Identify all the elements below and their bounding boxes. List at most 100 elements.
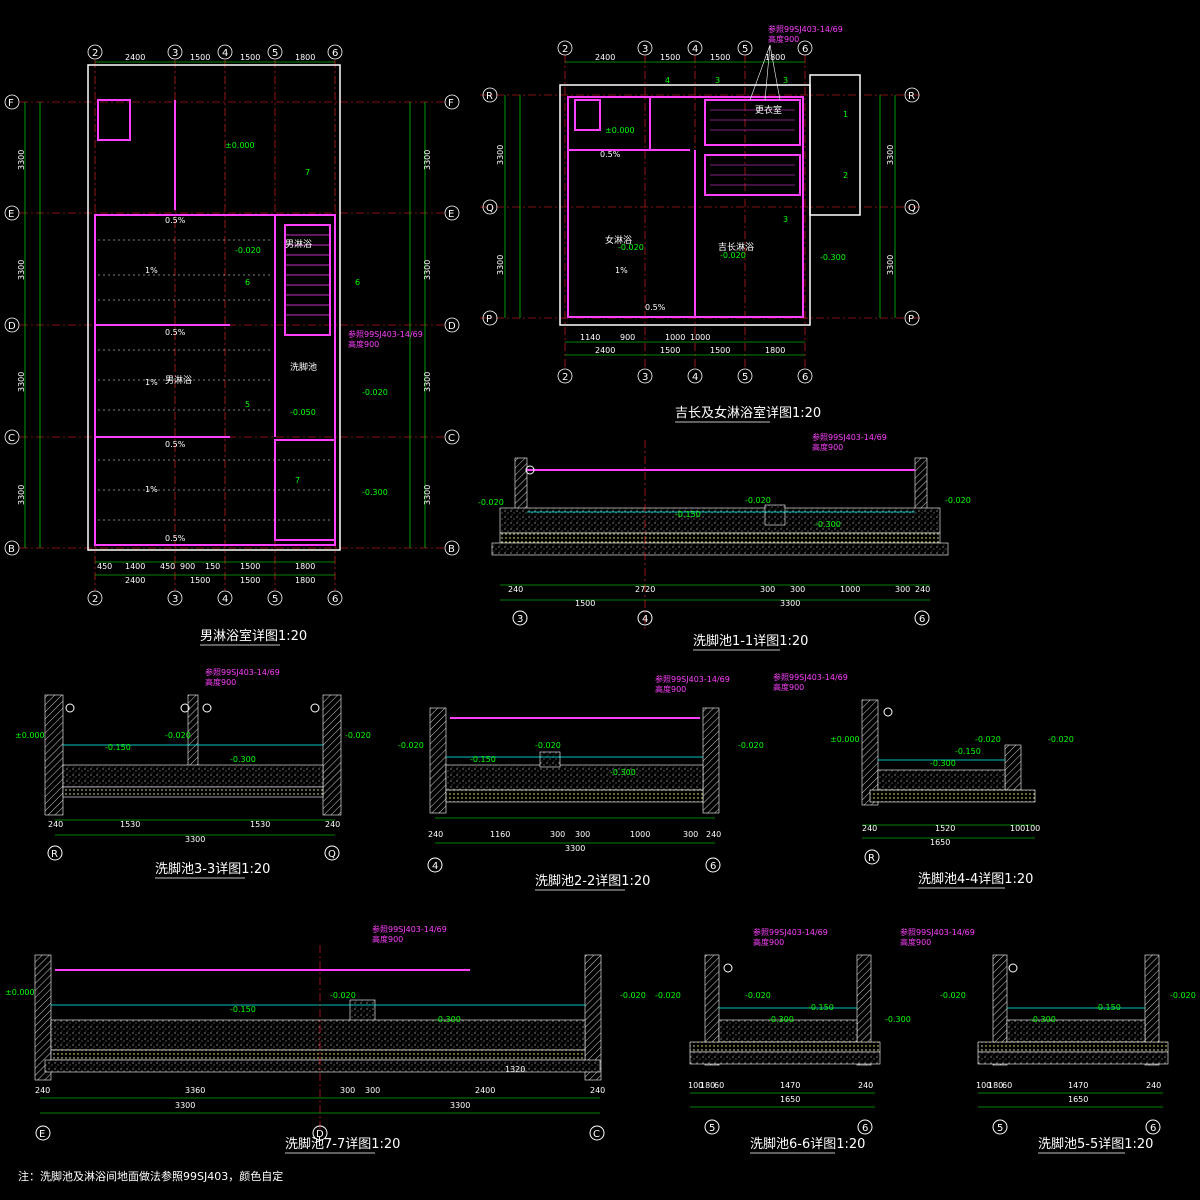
s3-dim2: 3300 (185, 835, 205, 844)
s3-axis-Q: Q (328, 849, 336, 860)
left-side-dim-2: 3300 (17, 260, 26, 280)
left-plan: 2 3 4 5 6 2 3 4 5 6 F E D C B F E D C B … (4, 44, 460, 646)
s4-dim-1: 240 (862, 824, 877, 833)
s2-dim-6: 300 (683, 830, 698, 839)
left-axis-y-B: B (8, 544, 15, 555)
left-axis-yr-E: E (448, 209, 454, 220)
s3-level-0: ±0.000 (15, 731, 45, 740)
right-axis-x-3: 3 (642, 44, 648, 55)
s7-dim2-2: 3300 (450, 1101, 470, 1110)
s4-level-02r: -0.020 (1048, 735, 1074, 744)
left-bottom-sub-4: 900 (180, 562, 195, 571)
right-axis-xb-6: 6 (802, 372, 808, 383)
s1-dim-3: 300 (760, 585, 775, 594)
s5-ref-sub: 高度900 (900, 937, 931, 947)
right-top-dim-2: 1500 (660, 53, 680, 62)
left-axis-x-5: 5 (272, 48, 278, 59)
right-slope-2: 0.5% (645, 303, 666, 312)
right-level-0: ±0.000 (605, 126, 635, 135)
left-room-male-shower-top: 男淋浴 (285, 238, 312, 250)
s1-dim-4: 300 (790, 585, 805, 594)
right-axis-xb-2: 2 (562, 372, 568, 383)
s7-dim2-1: 3300 (175, 1101, 195, 1110)
right-level-03: -0.300 (820, 253, 846, 262)
s7-level-3: -0.300 (435, 1015, 461, 1024)
s6-level-02l: -0.020 (655, 991, 681, 1000)
s5-dim-5: 240 (1146, 1081, 1161, 1090)
s5-dim-3: 60 (1002, 1081, 1012, 1090)
left-plan-title: 男淋浴室详图1:20 (200, 628, 307, 644)
s7-level-15: -0.150 (230, 1005, 256, 1014)
s6-dim-5: 240 (858, 1081, 873, 1090)
s3-ref: 参照99SJ403-14/69 (205, 667, 280, 677)
s7-dim-6: 240 (590, 1086, 605, 1095)
left-side-dim-r4: 3300 (423, 485, 432, 505)
s6-dim-1: 100 (688, 1081, 703, 1090)
right-bottom-dim-1: 2400 (595, 346, 615, 355)
s7-extra: 1320 (505, 1065, 525, 1074)
right-bottom-sub-4: 1000 (690, 333, 710, 342)
s1-ref-sub: 高度900 (812, 442, 843, 452)
s1-title: 洗脚池1-1详图1:20 (693, 633, 808, 649)
s4-ref: 参照99SJ403-14/69 (773, 672, 848, 682)
s1-dim2-1: 1500 (575, 599, 595, 608)
right-side-dim-1: 3300 (496, 145, 505, 165)
right-top-dim-3: 1500 (710, 53, 730, 62)
right-axis-x-2: 2 (562, 44, 568, 55)
s1-dim-6: 300 (895, 585, 910, 594)
s3-ref-sub: 高度900 (205, 677, 236, 687)
right-tag-3b: 3 (783, 76, 788, 85)
left-ref-note: 参照99SJ403-14/69 (348, 329, 423, 339)
section-7-7: E D C 240 3360 300 300 2400 240 3300 330… (5, 924, 646, 1154)
s5-dim-1: 100 (976, 1081, 991, 1090)
left-side-dim-r2: 3300 (423, 260, 432, 280)
left-axis-yr-B: B (448, 544, 455, 555)
left-tag-7b: 7 (295, 476, 300, 485)
s7-dim-4: 300 (365, 1086, 380, 1095)
s6-title: 洗脚池6-6详图1:20 (750, 1136, 865, 1152)
left-slope-4: 0.5% (165, 534, 186, 543)
s3-level-15: -0.150 (105, 743, 131, 752)
right-bottom-dim-2: 1500 (660, 346, 680, 355)
s2-dim-3: 300 (550, 830, 565, 839)
s6-axis-6: 6 (862, 1123, 868, 1134)
section-2-2: 4 6 240 1160 300 300 1000 300 240 3300 -… (398, 674, 764, 891)
right-plan-title: 吉长及女淋浴室详图1:20 (675, 405, 821, 421)
right-axis-xb-5: 5 (742, 372, 748, 383)
s1-axis-4: 4 (642, 614, 648, 625)
right-plan: 2 3 4 5 6 2 3 4 5 6 R Q P R Q P 2400 150… (480, 24, 920, 423)
s3-dim-3: 1530 (250, 820, 270, 829)
right-tag-4: 4 (665, 76, 670, 85)
s6-level-3: -0.300 (768, 1015, 794, 1024)
s5-axis-5: 5 (997, 1123, 1003, 1134)
left-side-dim-3: 3300 (17, 372, 26, 392)
s7-title: 洗脚池7-7详图1:20 (285, 1136, 400, 1152)
s4-title: 洗脚池4-4详图1:20 (918, 871, 1033, 887)
s2-ref: 参照99SJ403-14/69 (655, 674, 730, 684)
left-side-dim-r3: 3300 (423, 372, 432, 392)
left-slope-1: 0.5% (165, 216, 186, 225)
s1-dim-1: 240 (508, 585, 523, 594)
s4-level-02: -0.020 (975, 735, 1001, 744)
s1-ref: 参照99SJ403-14/69 (812, 432, 887, 442)
section-1-1: 3 4 6 240 2720 300 300 1000 300 240 1500… (478, 432, 971, 651)
left-tag-6: 6 (245, 278, 250, 287)
s4-dim-3: 100 (1010, 824, 1025, 833)
left-slope1-2: 1% (145, 378, 158, 387)
section-4-4: R 240 1520 100 100 1650 ±0.000 -0.020 -0… (773, 672, 1074, 889)
s1-level-15: -0.150 (675, 510, 701, 519)
footer-note: 注：洗脚池及淋浴间地面做法参照99SJ403，颜色自定 (18, 1169, 283, 1183)
s7-dim-2: 3360 (185, 1086, 205, 1095)
s1-level-3: -0.300 (815, 520, 841, 529)
s7-axis-E: E (39, 1129, 45, 1140)
s1-level-l: -0.020 (478, 498, 504, 507)
s6-dim-3: 60 (714, 1081, 724, 1090)
s5-axis-6: 6 (1150, 1123, 1156, 1134)
left-level-05: -0.050 (290, 408, 316, 417)
s7-ref-sub: 高度900 (372, 934, 403, 944)
left-axis-y-E: E (8, 209, 14, 220)
s2-dim-7: 240 (706, 830, 721, 839)
left-bottom-dim-2: 1500 (190, 576, 210, 585)
s4-axis-R: R (868, 853, 875, 864)
